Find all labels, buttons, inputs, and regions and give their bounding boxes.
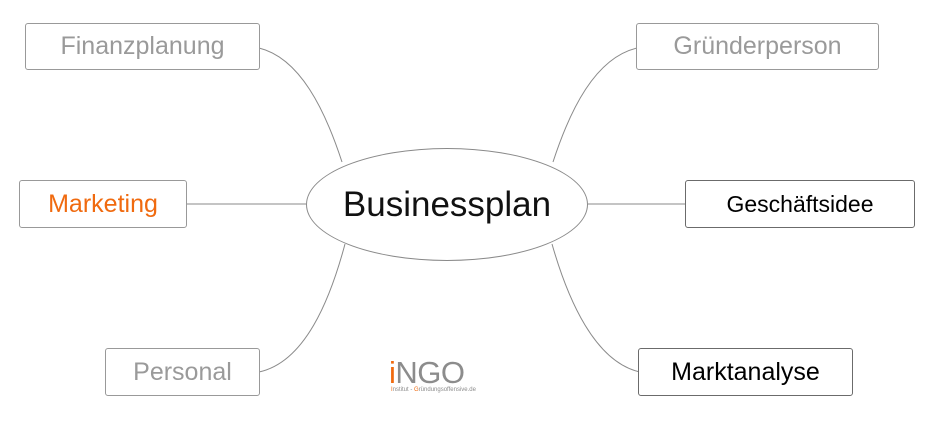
central-node-label: Businessplan xyxy=(342,184,552,224)
central-node-businessplan[interactable]: Businessplan xyxy=(306,148,588,261)
node-marketing[interactable]: Marketing xyxy=(19,180,187,228)
node-marketing-label: Marketing xyxy=(48,189,158,218)
node-gruenderperson[interactable]: Gründerperson xyxy=(636,23,879,70)
ingo-logo-mark: iNGO xyxy=(389,357,465,388)
connector-gruenderperson xyxy=(552,47,638,163)
tagline-part1: I xyxy=(391,387,393,393)
ingo-logo: iNGO Institut - Gründungsoffensive.de xyxy=(389,357,497,397)
tagline-part3: G xyxy=(414,387,419,393)
logo-letters-ngo: NGO xyxy=(395,355,465,390)
node-finanzplanung-label: Finanzplanung xyxy=(60,32,225,60)
ingo-logo-tagline: Institut - Gründungsoffensive.de xyxy=(391,387,476,394)
node-gruenderperson-label: Gründerperson xyxy=(673,32,842,60)
connector-personal xyxy=(258,243,346,373)
tagline-part4: ründungsoffensive.de xyxy=(418,387,476,393)
connector-marktanalyse xyxy=(551,243,641,373)
connector-finanzplanung xyxy=(258,47,343,163)
tagline-part2: nstitut - xyxy=(392,387,415,393)
node-geschaeftsidee[interactable]: Geschäftsidee xyxy=(685,180,915,228)
node-personal-label: Personal xyxy=(133,357,232,386)
logo-letter-i: i xyxy=(389,355,396,390)
node-personal[interactable]: Personal xyxy=(105,348,260,396)
node-geschaeftsidee-label: Geschäftsidee xyxy=(726,190,874,217)
node-marktanalyse[interactable]: Marktanalyse xyxy=(638,348,853,396)
node-finanzplanung[interactable]: Finanzplanung xyxy=(25,23,260,70)
node-marktanalyse-label: Marktanalyse xyxy=(671,357,820,386)
